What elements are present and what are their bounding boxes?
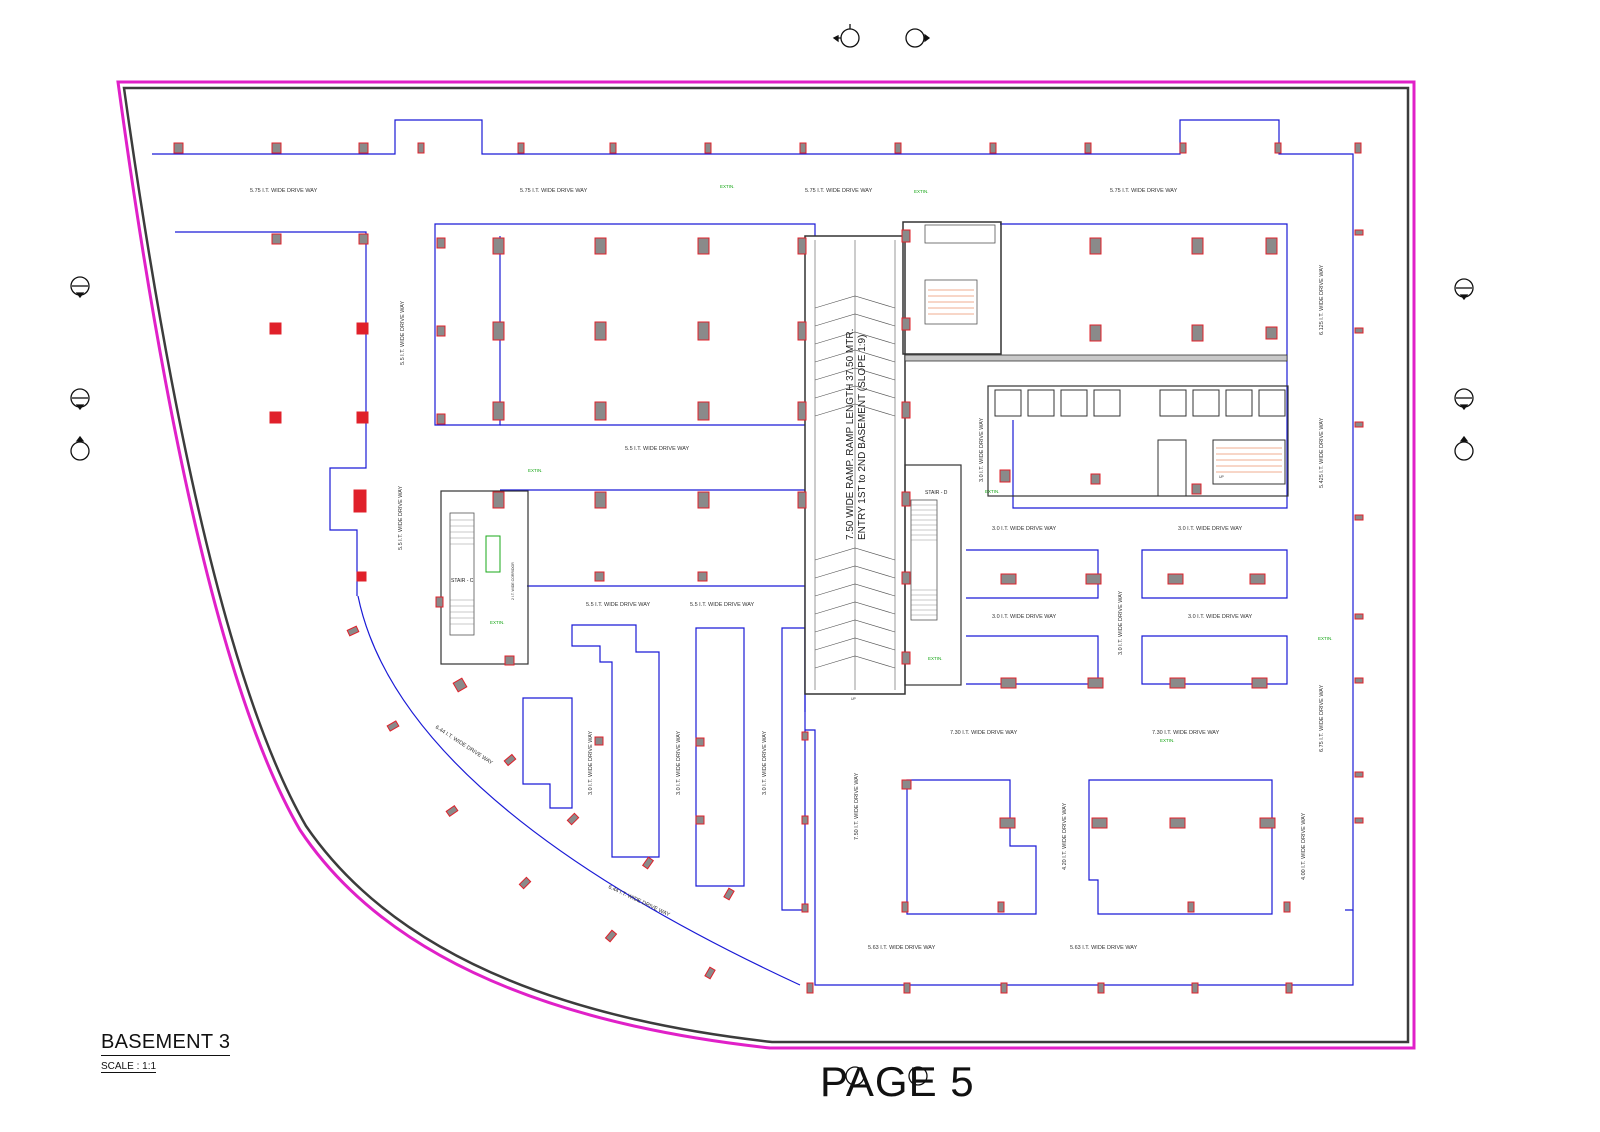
green-tag: EXTIN.: [528, 468, 543, 473]
section-marker-icon: [1454, 435, 1474, 461]
green-tag: EXTIN.: [1318, 636, 1333, 641]
label-drive-30-4: 3.0 I.T. WIDE DRIVE WAY: [1188, 614, 1253, 620]
label-drive-30-v4: 3.0 I.T. WIDE DRIVE WAY: [676, 730, 682, 795]
stair-d: STAIR - D: [904, 464, 962, 686]
label-drive-30-v2: 3.0 I.T. WIDE DRIVE WAY: [1118, 590, 1124, 655]
section-marker-icon: [832, 24, 860, 48]
ramp-label-1: 7.50 WIDE RAMP. RAMP LENGTH 37.50 MTR.: [845, 329, 856, 540]
section-marker-icon: [70, 435, 90, 461]
label-drive-30-2: 3.0 I.T. WIDE DRIVE WAY: [1178, 526, 1243, 532]
label-drive-420: 4.20 I.T. WIDE DRIVE WAY: [1062, 802, 1068, 870]
section-marker-icon: [70, 276, 90, 299]
label-drive-400: 4.00 I.T. WIDE DRIVE WAY: [1301, 812, 1307, 880]
stair-d-label: STAIR - D: [925, 490, 948, 496]
label-drive-730-2: 7.30 I.T. WIDE DRIVE WAY: [1152, 730, 1220, 736]
green-tag: EXTIN.: [985, 489, 1000, 494]
services-core: UP: [902, 221, 1289, 497]
section-markers: [70, 24, 1474, 1086]
green-tag: EXTIN.: [720, 184, 735, 189]
label-drive-30-v1: 3.0 I.T. WIDE DRIVE WAY: [979, 417, 985, 482]
label-drive-575-2: 5.75 I.T. WIDE DRIVE WAY: [520, 188, 588, 194]
drawing-title: BASEMENT 3: [101, 1031, 231, 1056]
label-drive-55-h: 5.5 I.T. WIDE DRIVE WAY: [625, 446, 690, 452]
drawing-scale: SCALE : 1:1: [101, 1061, 157, 1073]
corridor-label: 2 I.T. WIDE CORRIDOR: [511, 562, 515, 600]
section-marker-icon: [908, 1066, 928, 1086]
ramp-label-2: ENTRY 1ST to 2ND BASEMENT (SLOPE 1:9): [857, 335, 868, 540]
green-tag: EXTIN.: [928, 656, 943, 661]
section-marker-icon: [1454, 388, 1474, 411]
structural-columns: [173, 142, 1364, 994]
label-drive-30-v3: 3.0 I.T. WIDE DRIVE WAY: [588, 730, 594, 795]
label-drive-563-2: 5.63 I.T. WIDE DRIVE WAY: [1070, 945, 1138, 951]
label-drive-30-v5: 3.0 I.T. WIDE DRIVE WAY: [762, 730, 768, 795]
label-drive-55-b1: 5.5 I.T. WIDE DRIVE WAY: [586, 602, 651, 608]
label-drive-750: 7.50 I.T. WIDE DRIVE WAY: [854, 772, 860, 840]
label-drive-6125: 6.125 I.T. WIDE DRIVE WAY: [1319, 264, 1325, 335]
green-tag: EXTIN.: [914, 189, 929, 194]
label-drive-575-1: 5.75 I.T. WIDE DRIVE WAY: [250, 188, 318, 194]
label-drive-644-2: 6.44 I.T. WIDE DRIVE WAY: [607, 884, 671, 918]
green-tag: EXTIN.: [1160, 738, 1175, 743]
green-tag: EXTIN.: [490, 620, 505, 625]
section-marker-icon: [845, 1066, 865, 1086]
core-up-label: UP: [1219, 475, 1225, 479]
title-block: BASEMENT 3 SCALE : 1:1: [101, 1031, 231, 1074]
stair-c-label: STAIR - C: [451, 578, 474, 584]
label-drive-55-b2: 5.5 I.T. WIDE DRIVE WAY: [690, 602, 755, 608]
section-marker-icon: [1454, 278, 1474, 301]
label-drive-730-1: 7.30 I.T. WIDE DRIVE WAY: [950, 730, 1018, 736]
extinguisher-tags: EXTIN. EXTIN. EXTIN. EXTIN. EXTIN. EXTIN…: [490, 184, 1333, 743]
label-drive-675: 6.75 I.T. WIDE DRIVE WAY: [1319, 684, 1325, 752]
label-drive-644-1: 6.44 I.T. WIDE DRIVE WAY: [434, 725, 494, 767]
label-drive-5425: 5.425 I.T. WIDE DRIVE WAY: [1319, 417, 1325, 488]
page-number: PAGE 5: [820, 1058, 975, 1105]
driveway-labels: 5.75 I.T. WIDE DRIVE WAY 5.75 I.T. WIDE …: [250, 188, 1325, 951]
label-drive-30-3: 3.0 I.T. WIDE DRIVE WAY: [992, 614, 1057, 620]
label-drive-575-3: 5.75 I.T. WIDE DRIVE WAY: [805, 188, 873, 194]
section-marker-icon: [905, 28, 931, 48]
stair-c: STAIR - C 2 I.T. WIDE CORRIDOR: [440, 490, 529, 665]
drive-aisle-outlines: [152, 119, 1354, 986]
label-drive-30-1: 3.0 I.T. WIDE DRIVE WAY: [992, 526, 1057, 532]
section-marker-icon: [70, 388, 90, 411]
site-boundary: [116, 80, 1416, 1050]
label-drive-575-4: 5.75 I.T. WIDE DRIVE WAY: [1110, 188, 1178, 194]
ramp: 7.50 WIDE RAMP. RAMP LENGTH 37.50 MTR. E…: [804, 235, 906, 701]
label-drive-563-1: 5.63 I.T. WIDE DRIVE WAY: [868, 945, 936, 951]
label-drive-55-v1: 5.5 I.T. WIDE DRIVE WAY: [400, 300, 406, 365]
label-drive-55-v2: 5.5 I.T. WIDE DRIVE WAY: [398, 485, 404, 550]
ramp-up-label: UP: [851, 697, 857, 701]
